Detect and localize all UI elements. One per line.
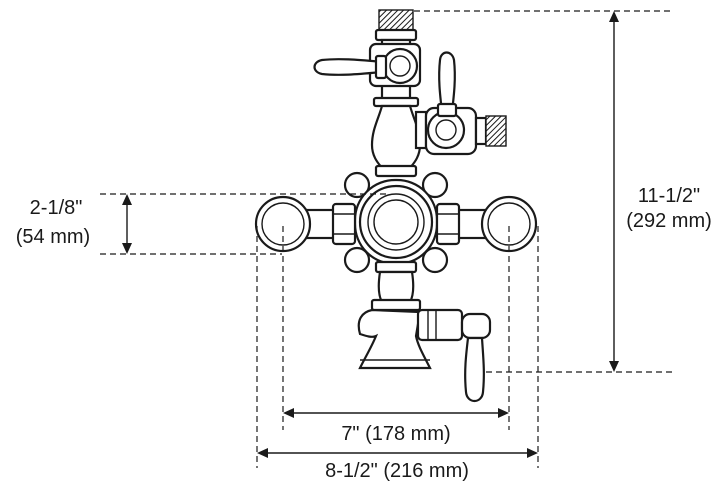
overall-height-imperial-label: 11-1/2" [638, 185, 700, 207]
left-wheel-handle [254, 195, 312, 253]
right-wheel-handle [480, 195, 538, 253]
handle-offset-metric-label: (54 mm) [16, 226, 90, 248]
side-thread [485, 115, 507, 147]
lower-neck-ring [374, 260, 418, 274]
upper-lever-handle [313, 58, 385, 76]
top-thread [378, 9, 414, 31]
central-hub [343, 171, 449, 274]
dimension-lines [100, 10, 672, 468]
inner-width-label: 7" (178 mm) [341, 423, 450, 445]
diverter-valve [414, 51, 507, 156]
top-nut [374, 28, 418, 42]
overall-height-metric-label: (292 mm) [626, 210, 712, 232]
faucet-drawing [254, 9, 538, 403]
tub-spout [357, 308, 432, 370]
lower-valve [416, 308, 492, 403]
lower-lever-handle [464, 336, 485, 403]
dimension-labels: 11-1/2" (292 mm) 2-1/8" (54 mm) 7" (178 … [16, 185, 712, 482]
diverter-lever-handle [438, 51, 456, 114]
stem-ring [372, 96, 420, 108]
middle-vase-body [370, 104, 422, 170]
left-arm [254, 195, 357, 253]
upper-valve [313, 42, 422, 88]
handle-offset-imperial-label: 2-1/8" [30, 197, 83, 219]
outer-width-label: 8-1/2" (216 mm) [325, 460, 469, 482]
right-arm [435, 195, 538, 253]
lower-neck [377, 270, 415, 304]
